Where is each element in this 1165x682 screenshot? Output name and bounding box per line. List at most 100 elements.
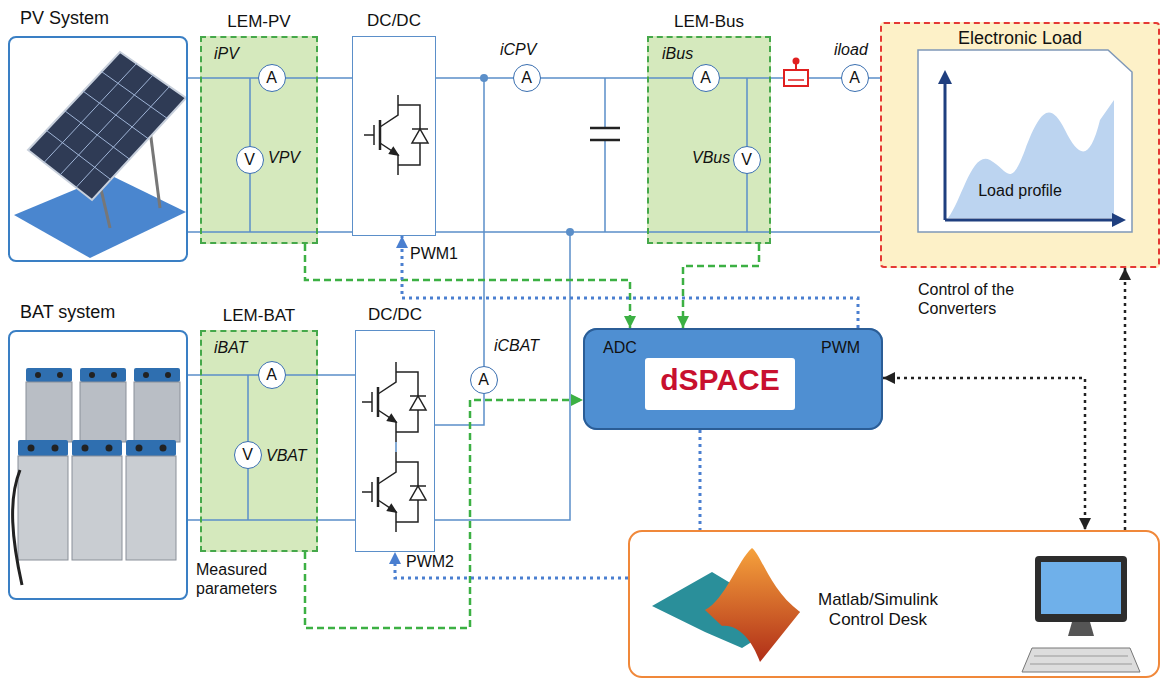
- note-label: Control of the Converters: [918, 280, 1068, 318]
- ammeter-symbol: A: [841, 64, 869, 92]
- sensor-box: LEM-BATAV: [200, 330, 318, 552]
- computer-icon: [1022, 648, 1140, 672]
- battery-picture: [106, 445, 113, 452]
- signal-name: iBAT: [214, 338, 247, 357]
- node-title: A: [842, 65, 867, 90]
- battery-picture: [72, 440, 122, 456]
- node-title: DC/DC: [352, 11, 436, 31]
- battery-picture: [80, 382, 126, 442]
- software-box: Matlab/Simulink Control Desk: [628, 530, 1160, 678]
- signal-line: [395, 552, 628, 578]
- node-title: V: [734, 147, 759, 172]
- switch-symbol: [788, 79, 804, 81]
- converter-box: DC/DC: [352, 36, 436, 236]
- signal-name: iload: [834, 40, 868, 59]
- battery-picture: [160, 445, 167, 452]
- ammeter-symbol: A: [258, 361, 286, 389]
- power-wire: [435, 232, 570, 520]
- igbt-symbol: [362, 452, 426, 532]
- panel-fill: [647, 36, 771, 244]
- panel-fill: [583, 328, 883, 430]
- computer-icon: [1035, 556, 1127, 622]
- node-title: V: [235, 442, 260, 467]
- solar-panel-picture: [14, 52, 186, 258]
- ammeter-symbol: A: [513, 64, 541, 92]
- signal-name: VBus: [692, 148, 730, 167]
- sensor-box: LEM-BusAV: [647, 36, 771, 244]
- battery-picture: [111, 372, 117, 378]
- ammeter-symbol: A: [258, 64, 286, 92]
- battery-picture: [143, 372, 149, 378]
- signal-line: [305, 400, 583, 628]
- panel-fill: [200, 330, 318, 552]
- power-wire: [604, 78, 606, 232]
- switch-symbol: [784, 70, 808, 86]
- node-title: LEM-PV: [200, 12, 318, 32]
- note-label: PWM1: [410, 244, 458, 263]
- controller-box: ADCPWMdSPACE: [583, 328, 883, 430]
- signal-line: [402, 236, 858, 328]
- node-text: PWM: [821, 338, 871, 357]
- load-profile-chart: [918, 50, 1132, 232]
- solar-panel-picture: [44, 64, 137, 163]
- battery-picture: [165, 372, 171, 378]
- igbt-symbol: [362, 362, 426, 442]
- battery-picture: [13, 368, 180, 585]
- signal-line: [683, 244, 759, 328]
- signal-name: VBAT: [266, 446, 307, 465]
- computer-icon: [1034, 656, 1128, 657]
- battery-picture: [89, 372, 95, 378]
- load-box: Electronic LoadLoad profile: [880, 22, 1160, 268]
- capacitor-symbol: [590, 128, 620, 140]
- battery-picture: [82, 445, 89, 452]
- node-title: A: [693, 65, 718, 90]
- signal-name: iBus: [662, 44, 693, 63]
- load-profile-chart: [938, 70, 952, 84]
- battery-picture: [72, 456, 122, 560]
- node-title: DC/DC: [355, 305, 435, 325]
- battery-picture: [28, 445, 35, 452]
- solar-panel-picture: [102, 72, 168, 119]
- matlab-logo: [705, 548, 800, 662]
- node-title: A: [514, 65, 539, 90]
- panel-fill: [645, 358, 795, 410]
- signal-name: iCPV: [500, 40, 536, 59]
- power-wire: [188, 78, 352, 232]
- battery-picture: [136, 445, 143, 452]
- note-label: PWM2: [406, 552, 454, 571]
- panel-fill: [880, 22, 1160, 268]
- igbt-symbol: [364, 95, 428, 175]
- solar-panel-picture: [60, 75, 153, 175]
- switch-symbol: [784, 58, 808, 87]
- solar-panel-picture: [76, 87, 170, 188]
- battery-picture: [80, 368, 126, 382]
- node-title: Electronic Load: [882, 28, 1158, 50]
- signal-name: iCBAT: [494, 336, 539, 355]
- node-title: PV System: [20, 8, 170, 30]
- node-title: BAT system: [20, 302, 170, 324]
- sensor-box: LEM-PVAV: [200, 36, 318, 244]
- note-label: Measured parameters: [196, 560, 306, 598]
- junction-dot: [480, 74, 488, 82]
- node-title: LEM-BAT: [200, 306, 318, 326]
- battery-picture: [13, 470, 22, 585]
- converter-box: DC/DC: [355, 330, 435, 552]
- battery-picture: [126, 440, 176, 456]
- battery-picture: [26, 382, 72, 442]
- junction-dot: [566, 228, 574, 236]
- load-profile-chart: [948, 100, 1114, 218]
- ammeter-symbol: A: [692, 64, 720, 92]
- computer-icon: [1068, 622, 1094, 636]
- load-profile-chart: [918, 50, 1132, 232]
- battery-picture: [126, 456, 176, 560]
- node-text: dSPACE: [645, 362, 795, 398]
- battery-picture: [18, 440, 68, 456]
- power-wire: [188, 78, 880, 520]
- load-profile-chart: [945, 219, 1114, 222]
- battery-picture: [52, 445, 59, 452]
- load-profile-chart: [944, 82, 947, 220]
- node-title: A: [259, 65, 284, 90]
- panel-fill: [200, 36, 318, 244]
- solar-panel-picture: [28, 52, 186, 200]
- system-box: BAT system: [8, 330, 188, 600]
